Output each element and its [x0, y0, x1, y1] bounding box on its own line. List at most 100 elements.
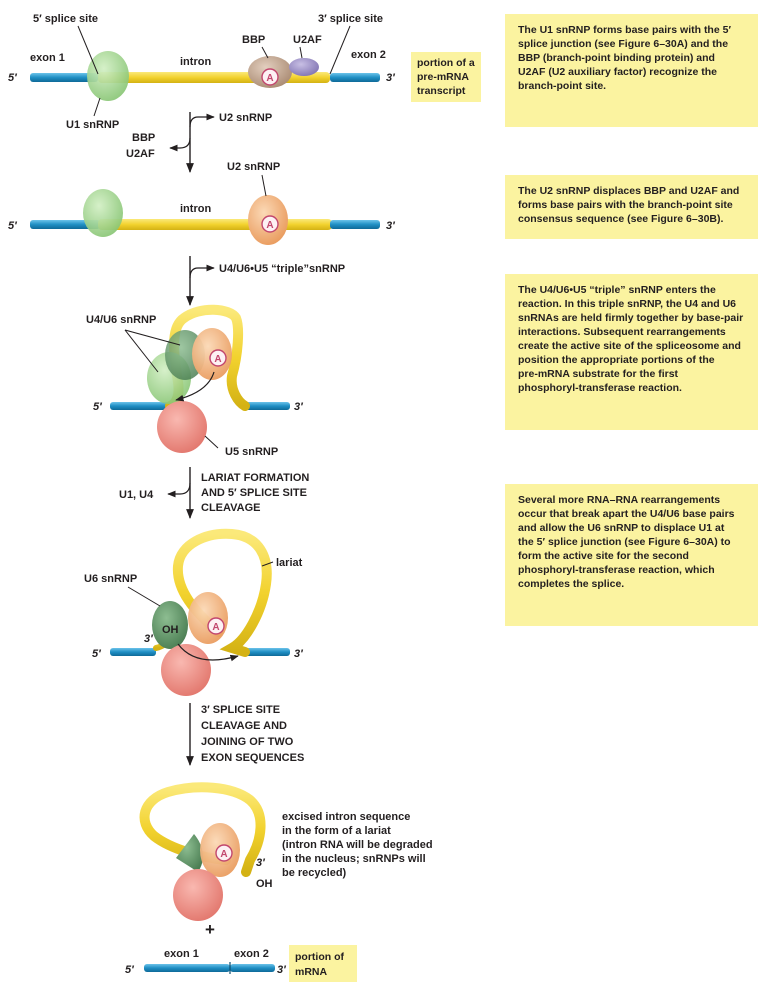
note2-line: consensus sequence (see Figure 6–30B).: [518, 212, 750, 226]
note4-line: and allow the U6 snRNP to displace U1 at: [518, 521, 750, 535]
note3-line: pre-mRNA substrate for the first: [518, 367, 750, 381]
note2-line: The U2 snRNP displaces BBP and U2AF and: [518, 184, 750, 198]
arrow4-label-1: 3′ SPLICE SITE: [201, 704, 280, 716]
five-splice-leader: [78, 26, 98, 74]
step2-five-prime: 5′: [8, 220, 18, 232]
step4-u6-leader: [128, 587, 160, 606]
note3-line: create the active site of the spliceosom…: [518, 339, 750, 353]
excised-label-1: excised intron sequence: [282, 811, 410, 823]
step3-u5-shape: [157, 401, 207, 453]
five-splice-site-label: 5′ splice site: [33, 13, 98, 25]
arrow3-out-curve: [168, 483, 190, 494]
mrna-exon2: [230, 964, 275, 972]
arrow1-in-curve: [190, 117, 214, 127]
arrow2-in-curve: [190, 268, 214, 278]
step2-intron-label: intron: [180, 203, 211, 215]
step2-three-prime: 3′: [386, 220, 396, 232]
premrna-label-1: portion of a: [417, 57, 475, 69]
step3-branch-a-label: A: [214, 354, 221, 365]
note3-line: position the appropriate portions of the: [518, 353, 750, 367]
excised-label-3: (intron RNA will be degraded: [282, 839, 433, 851]
step3-u5-label: U5 snRNP: [225, 446, 278, 458]
note-box-4: Several more RNA–RNA rearrangements occu…: [505, 484, 758, 626]
step4-five-prime: 5′: [92, 648, 102, 660]
step2-branch-a-label: A: [266, 220, 273, 231]
u1-snrnp-label: U1 snRNP: [66, 119, 119, 131]
three-splice-leader: [330, 26, 350, 74]
arrow3-label-3: CLEAVAGE: [201, 502, 261, 514]
arrow1-bbp-label: BBP: [132, 132, 155, 144]
step5-group: A 3′ OH excised intron sequence in the f…: [125, 787, 433, 982]
step3-three-prime: 3′: [294, 401, 304, 413]
excised-label-5: be recycled): [282, 867, 347, 879]
step4-exon2: [245, 648, 290, 656]
mrna-three-prime: 3′: [277, 964, 287, 976]
arrow3-label-1: LARIAT FORMATION: [201, 472, 309, 484]
bbp-leader: [262, 47, 268, 58]
step2-u1-shape: [83, 189, 123, 237]
note-box-2: The U2 snRNP displaces BBP and U2AF and …: [505, 175, 758, 239]
step3-five-prime: 5′: [93, 401, 103, 413]
arrow1-out-curve: [170, 138, 190, 148]
excised-label-2: in the form of a lariat: [282, 825, 391, 837]
mrna-five-prime: 5′: [125, 964, 135, 976]
step4-lariat-label: lariat: [276, 557, 303, 569]
step4-oh-label: OH: [162, 624, 179, 636]
premrna-label-2: pre-mRNA: [417, 71, 469, 83]
mrna-exon2-label: exon 2: [234, 948, 269, 960]
note1-line: The U1 snRNP forms base pairs with the 5…: [518, 23, 750, 37]
step4-branch-a-label: A: [212, 622, 219, 633]
step2-u2-leader: [262, 175, 266, 196]
step4-group: A U6 snRNP lariat OH 3′ 5′ 3′: [84, 534, 304, 696]
note-box-3: The U4/U6•U5 “triple” snRNP enters the r…: [505, 274, 758, 430]
exon1-label: exon 1: [30, 52, 65, 64]
exon2-label: exon 2: [351, 49, 386, 61]
arrow3-out-label: U1, U4: [119, 489, 154, 501]
step2-exon2: [330, 220, 380, 229]
note3-line: phosphoryl-transferase reaction.: [518, 381, 750, 395]
plus-sign: +: [205, 920, 215, 939]
note4-line: occur that break apart the U4/U6 base pa…: [518, 507, 750, 521]
five-prime-end: 5′: [8, 72, 18, 84]
premrna-label-3: transcript: [417, 85, 466, 97]
step3-exon1: [110, 402, 170, 410]
mrna-label-1: portion of: [295, 951, 344, 963]
step2-intron: [98, 219, 332, 230]
u2af-shape: [289, 58, 319, 76]
step3-u5-leader: [205, 436, 218, 448]
exon2-segment: [330, 73, 380, 82]
arrow3-group: LARIAT FORMATION AND 5′ SPLICE SITE CLEA…: [119, 467, 309, 518]
u1-leader: [94, 98, 100, 116]
step4-oh-three-prime: 3′: [144, 633, 154, 645]
note3-line: The U4/U6•U5 “triple” snRNP enters the: [518, 283, 750, 297]
step4-exon1: [110, 648, 156, 656]
note3-line: reaction. In this triple snRNP, the U4 a…: [518, 297, 750, 311]
mrna-exon1: [144, 964, 230, 972]
arrow2-label: U4/U6•U5 “triple”snRNP: [219, 263, 345, 275]
step5-u6-shape: [176, 834, 203, 872]
note4-line: completes the splice.: [518, 577, 750, 591]
step4-u2-shape: [188, 592, 228, 644]
note2-line: forms base pairs with the branch-point s…: [518, 198, 750, 212]
note3-line: snRNAs are held firmly together by base-…: [518, 311, 750, 325]
arrow3-label-2: AND 5′ SPLICE SITE: [201, 487, 307, 499]
step2-group: A U2 snRNP intron 5′ 3′: [8, 161, 396, 245]
step5-three-prime: 3′: [256, 857, 266, 869]
arrow4-label-3: JOINING OF TWO: [201, 736, 294, 748]
step2-u2-label: U2 snRNP: [227, 161, 280, 173]
intron-label: intron: [180, 56, 211, 68]
excised-label-4: in the nucleus; snRNPs will: [282, 853, 426, 865]
note3-line: interactions. Subsequent rearrangements: [518, 325, 750, 339]
step3-u4u6-leader-2: [125, 330, 158, 372]
note1-line: U2AF (U2 auxiliary factor) recognize the: [518, 65, 750, 79]
arrow1-u2-label: U2 snRNP: [219, 112, 272, 124]
arrow4-group: 3′ SPLICE SITE CLEAVAGE AND JOINING OF T…: [190, 703, 304, 765]
three-prime-end: 3′: [386, 72, 396, 84]
arrow4-label-4: EXON SEQUENCES: [201, 752, 304, 764]
note4-line: Several more RNA–RNA rearrangements: [518, 493, 750, 507]
arrow2-group: U4/U6•U5 “triple”snRNP: [190, 256, 345, 305]
u1-snrnp-shape: [87, 51, 129, 101]
mrna-label-2: mRNA: [295, 966, 328, 978]
bbp-label: BBP: [242, 34, 265, 46]
step3-exon2: [245, 402, 290, 410]
